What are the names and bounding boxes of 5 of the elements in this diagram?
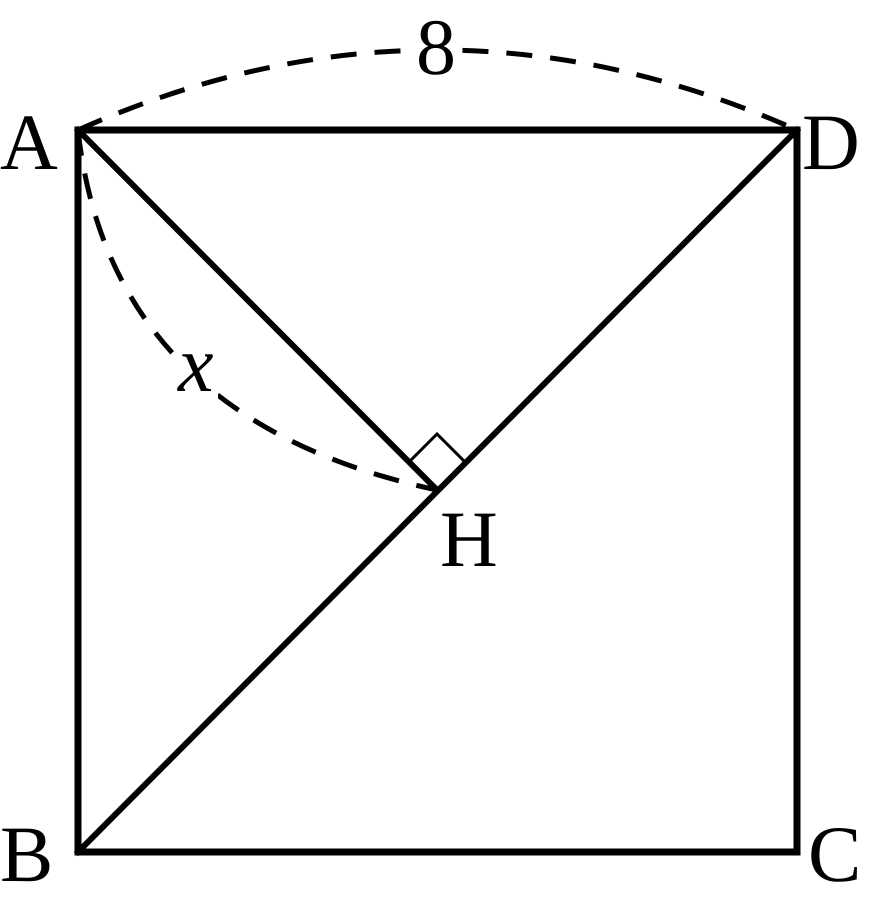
vertex-label: A <box>0 103 58 183</box>
vertex-label: D <box>802 103 860 183</box>
vertex-label: B <box>0 815 54 895</box>
vertex-label: C <box>808 815 862 895</box>
vertex-label: H <box>440 500 498 580</box>
